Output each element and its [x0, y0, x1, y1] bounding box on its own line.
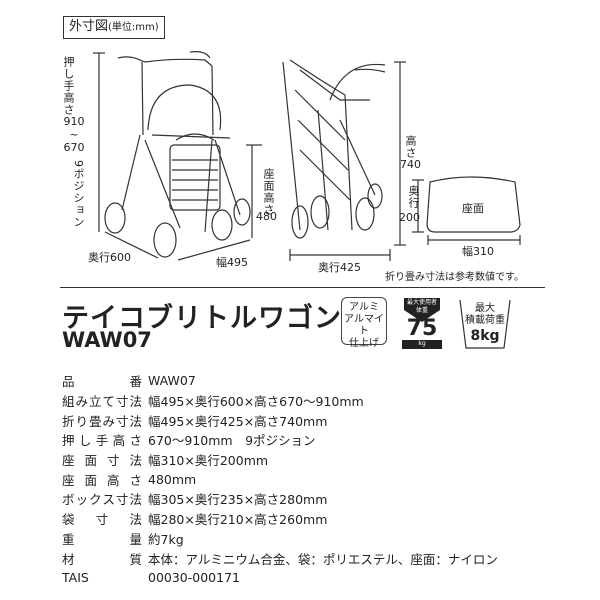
spec-value: 00030-000171 — [148, 570, 240, 586]
spec-row: 袋寸法幅280×奥行210×高さ260mm — [62, 509, 498, 529]
spec-value: 約7kg — [148, 531, 184, 547]
folded-height-value: 740 — [400, 158, 421, 171]
max-user-weight-badge: 最大使用者 体重 75 kg — [398, 296, 446, 350]
spec-row: 材質本体：アルミニウム合金、袋：ポリエステル、座面：ナイロン — [62, 548, 498, 568]
spec-row: 座面寸法幅310×奥行200mm — [62, 450, 498, 470]
divider — [60, 287, 545, 288]
load-label2: 積載荷重 — [465, 315, 505, 326]
spec-value: WAW07 — [148, 373, 196, 389]
spec-value: 670〜910mm 9ポジション — [148, 433, 316, 449]
positions-label: 9ポジション — [72, 160, 85, 228]
spec-row: 折り畳み寸法幅495×奥行425×高さ740mm — [62, 410, 498, 430]
spec-row: 重量約7kg — [62, 529, 498, 549]
seat-depth-label: 奥行 — [407, 185, 420, 209]
folded-depth-label: 奥行425 — [318, 261, 361, 274]
range-sep: ~ — [69, 128, 79, 141]
max-load-badge: 最大 積載荷重 8kg — [458, 300, 512, 350]
load-value: 8kg — [470, 328, 500, 344]
walker-diagram — [93, 51, 521, 261]
spec-label: 座面寸法 — [62, 453, 142, 469]
depth-label: 奥行600 — [88, 251, 131, 264]
seat-width-label: 幅310 — [462, 245, 494, 258]
spec-row: 品番 WAW07 — [62, 371, 498, 391]
aluminum-line1: アルミ — [349, 302, 379, 313]
handle-height-label: 押し手高さ — [62, 56, 75, 116]
aluminum-line2: アルマイト — [344, 314, 384, 337]
seat-label: 座面 — [462, 202, 484, 215]
max-user-value: 75 — [406, 316, 438, 341]
spec-label: 座面高さ — [62, 472, 142, 488]
spec-label: 折り畳み寸法 — [62, 413, 142, 429]
spec-label: TAIS — [62, 570, 89, 586]
load-label1: 最大 — [475, 303, 495, 314]
width-label: 幅495 — [216, 256, 248, 269]
spec-value: 幅305×奥行235×高さ280mm — [148, 492, 328, 508]
seat-height-value: 480 — [256, 210, 277, 223]
spec-value: 480mm — [148, 471, 197, 487]
legend-unit: (単位:mm) — [108, 22, 159, 33]
range-top: 910 — [63, 115, 85, 128]
aluminum-line3: 仕上げ — [349, 338, 379, 349]
spec-label: 重量 — [62, 531, 142, 547]
spec-row: TAIS 00030-000171 — [62, 568, 498, 588]
spec-row: 押し手高さ 670〜910mm 9ポジション — [62, 430, 498, 450]
spec-row: 組み立て寸法幅495×奥行600×高さ670〜910mm — [62, 391, 498, 411]
legend-title: 外寸図 — [69, 19, 109, 34]
spec-row: 座面高さ 480mm — [62, 469, 498, 489]
spec-value: 幅280×奥行210×高さ260mm — [148, 512, 328, 528]
down-arrow-icon — [402, 298, 442, 349]
product-model: WAW07 — [62, 328, 152, 352]
max-user-weight-label: 体重 — [415, 307, 428, 314]
container-icon — [459, 300, 511, 349]
spec-label: 品番 — [62, 374, 142, 390]
aluminum-badge: アルミ アルマイト 仕上げ — [341, 297, 387, 349]
max-user-label: 最大使用者 — [406, 299, 437, 306]
diagram-legend: 外寸図(単位:mm) — [63, 16, 165, 39]
spec-value: 幅495×奥行600×高さ670〜910mm — [148, 394, 364, 410]
handle-height-range: 910 ~ 670 — [60, 115, 88, 154]
spec-label: 材質 — [62, 551, 142, 567]
folded-note: 折り畳み寸法は参考数値です。 — [385, 272, 524, 283]
max-user-unit: kg — [418, 340, 426, 347]
spec-label: ボックス寸法 — [62, 492, 142, 508]
product-name: テイコブリトルワゴン — [62, 303, 342, 334]
spec-value: 幅495×奥行425×高さ740mm — [148, 413, 328, 429]
folded-height-label: 高さ — [404, 135, 417, 159]
seat-depth-value: 200 — [399, 211, 420, 224]
spec-value: 幅310×奥行200mm — [148, 453, 269, 469]
spec-label: 押し手高さ — [62, 433, 142, 449]
seat-height-label: 座面高さ — [262, 168, 275, 216]
spec-value: 本体：アルミニウム合金、袋：ポリエステル、座面：ナイロン — [148, 551, 498, 567]
spec-row: ボックス寸法幅305×奥行235×高さ280mm — [62, 489, 498, 509]
spec-label: 組み立て寸法 — [62, 394, 142, 410]
range-bottom: 670 — [63, 141, 85, 154]
spec-label: 袋寸法 — [62, 512, 142, 528]
